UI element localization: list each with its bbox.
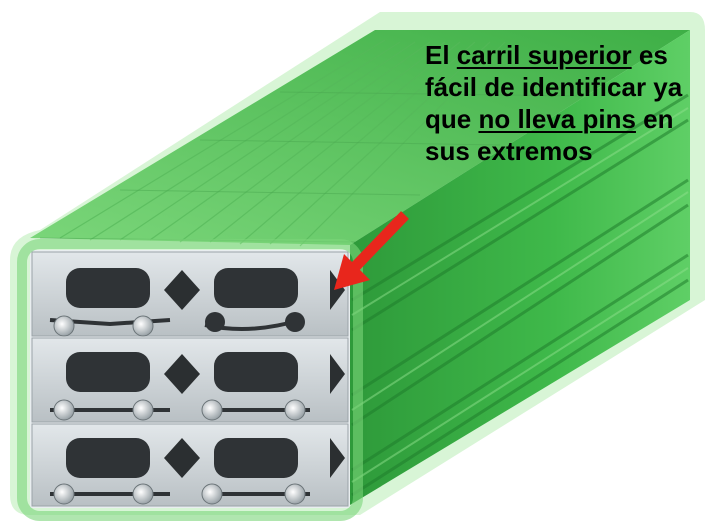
annotation-segment: en sus extremos bbox=[425, 104, 674, 166]
front-face bbox=[17, 239, 363, 521]
rail-row bbox=[31, 337, 349, 423]
rail-row bbox=[31, 423, 349, 507]
annotation-segment: es fácil de identificar ya que bbox=[425, 40, 683, 134]
red-arrow-icon bbox=[334, 211, 409, 290]
annotation-segment-underlined: no lleva pins bbox=[478, 104, 636, 134]
annotation-segment: El bbox=[425, 40, 457, 70]
annotation-segment-underlined: carril superior bbox=[456, 40, 632, 70]
box-side-face bbox=[350, 30, 690, 505]
rail-row bbox=[31, 251, 349, 337]
annotation-text: El carril superior es fácil de identific… bbox=[425, 39, 695, 167]
